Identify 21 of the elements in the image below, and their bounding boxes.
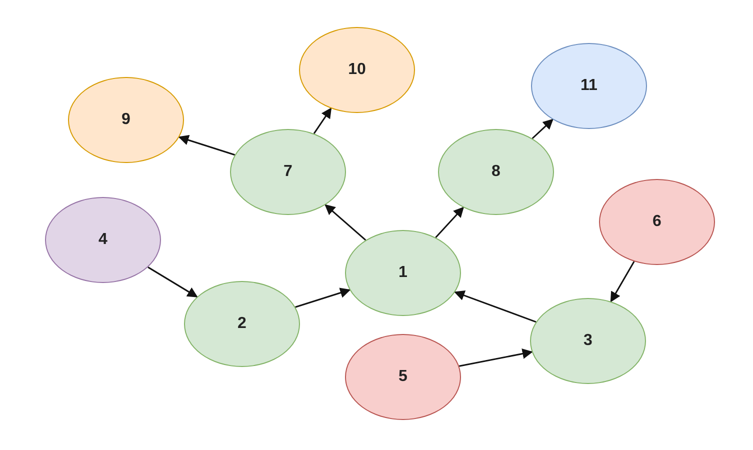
arrow	[458, 348, 533, 367]
arrow	[313, 108, 332, 134]
arrow	[610, 261, 635, 302]
arrow	[148, 266, 198, 298]
node-label: 7	[284, 163, 292, 181]
node-label: 6	[652, 213, 662, 231]
node-label: 8	[492, 163, 500, 181]
node-label: 10	[348, 61, 366, 79]
arrow	[435, 206, 464, 238]
arrow	[454, 290, 536, 323]
node-label: 3	[584, 332, 592, 350]
arrow	[532, 118, 554, 140]
arrow	[295, 288, 351, 308]
node-label: 5	[398, 368, 408, 386]
node-label: 9	[122, 111, 130, 129]
node-label: 11	[580, 77, 598, 95]
node-label: 1	[398, 264, 408, 282]
node-label: 4	[98, 231, 108, 249]
node-label: 2	[238, 315, 246, 333]
arrow	[324, 204, 366, 241]
arrow	[178, 134, 236, 156]
